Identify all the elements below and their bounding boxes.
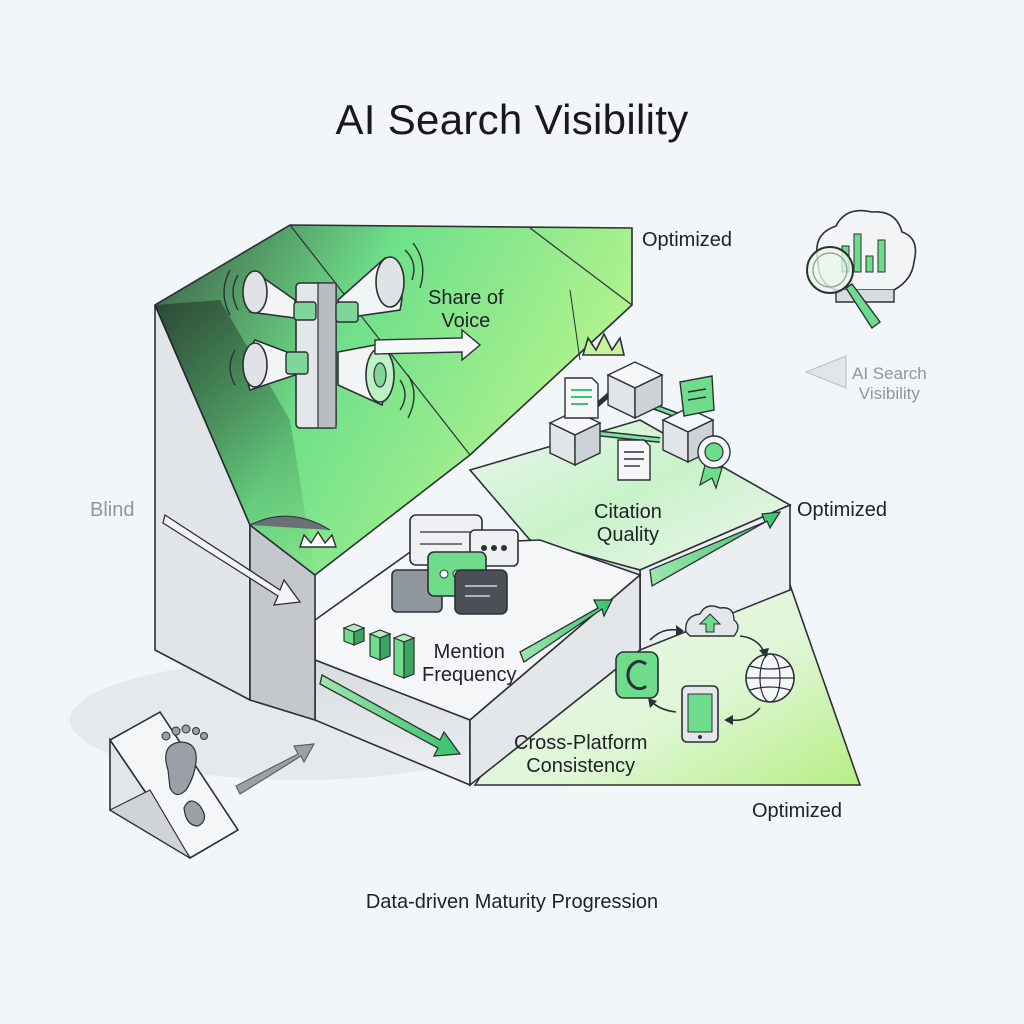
- citation-network: [548, 361, 731, 490]
- start-label-blind: Blind: [90, 499, 135, 521]
- tablet-icon: [681, 685, 719, 743]
- bar-chart-icon: [342, 623, 416, 679]
- cloud-upload-icon: [685, 605, 739, 637]
- document-icon: [564, 377, 599, 419]
- block-top-shadow: [155, 300, 315, 575]
- copyright-icon: [615, 651, 659, 699]
- globe-icon: [745, 653, 795, 703]
- mention-progress-arrow: [519, 599, 614, 663]
- cube-node: [548, 410, 602, 467]
- step-mention-right: [469, 573, 641, 787]
- optimized-label-top: Optimized: [642, 229, 733, 251]
- crease-c: [469, 304, 633, 456]
- cube-node: [606, 361, 664, 420]
- emblem-arrow: [804, 355, 847, 389]
- share-of-voice-arrow: [374, 328, 482, 362]
- note-scroll-icon: [679, 375, 715, 417]
- page-title: AI Search Visibility: [335, 96, 689, 143]
- emblem-caption: AI Search Visibility: [852, 364, 927, 403]
- document-icon: [617, 439, 651, 481]
- crown-icon-top: [581, 332, 626, 356]
- footer-caption: Data-driven Maturity Progression: [365, 891, 659, 913]
- cycle-arrows: [648, 625, 769, 725]
- crease-b: [529, 227, 633, 306]
- chat-bubble-icon: [391, 514, 519, 615]
- blind-progress-arrow: [162, 513, 302, 606]
- level-label-mention-frequency: Mention Frequency: [422, 641, 517, 686]
- level-label-cross-platform-consistency: Cross-Platform Consistency: [514, 732, 648, 777]
- optimized-label-middle: Optimized: [797, 499, 888, 521]
- optimized-label-bottom: Optimized: [752, 800, 843, 822]
- crease-d: [569, 289, 581, 361]
- start-arrow: [235, 743, 316, 795]
- level-label-share-of-voice: Share of Voice: [428, 287, 504, 332]
- crease-e: [249, 515, 331, 531]
- level-label-citation-quality: Citation Quality: [594, 501, 662, 546]
- magnifier-icon: [806, 246, 881, 330]
- mention-front-arrow: [319, 674, 462, 757]
- award-badge-icon: [697, 435, 731, 490]
- citation-progress-arrow: [649, 511, 782, 588]
- footprint-icon: [108, 710, 240, 860]
- megaphone-icon: [223, 242, 424, 429]
- crown-icon: [299, 530, 337, 548]
